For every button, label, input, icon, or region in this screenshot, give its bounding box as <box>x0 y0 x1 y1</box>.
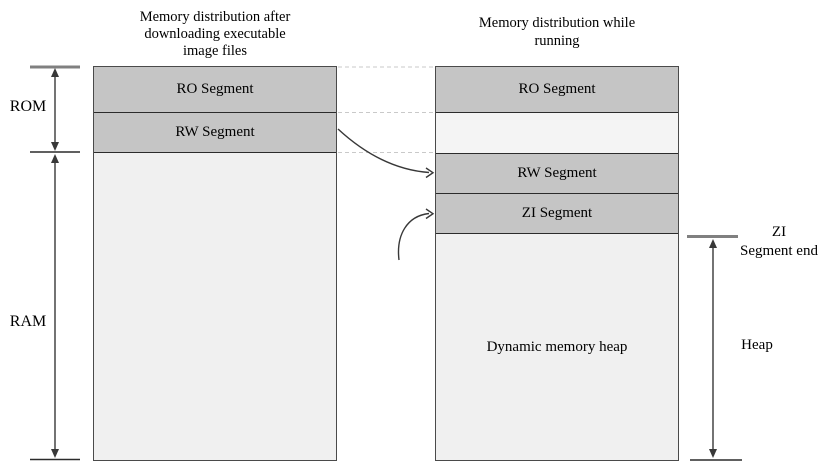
right-ro-segment-label: RO Segment <box>518 81 596 97</box>
right-zi-segment: ZI Segment <box>436 194 678 234</box>
right-reserved-gap <box>436 113 678 154</box>
right-title-line: Memory distribution while <box>478 15 636 31</box>
right-title-line: running <box>534 33 580 49</box>
ram-measure-arrow <box>51 154 59 458</box>
zi-segment-end-line: Segment end <box>740 243 818 259</box>
right-column-title: Memory distribution while running <box>447 14 667 50</box>
heap-measure-arrow <box>709 239 717 458</box>
left-ro-segment: RO Segment <box>94 67 336 113</box>
ram-label: RAM <box>9 313 47 330</box>
right-ro-segment: RO Segment <box>436 67 678 113</box>
left-title-line: image files <box>182 43 248 59</box>
heap-measure-label: Heap <box>741 337 773 353</box>
rom-label: ROM <box>9 98 47 115</box>
right-rw-segment-label: RW Segment <box>517 165 597 181</box>
left-rw-segment: RW Segment <box>94 113 336 153</box>
left-title-line: downloading executable <box>144 26 286 42</box>
boundary-dashed-lines <box>338 66 434 153</box>
left-title-line: Memory distribution after <box>139 9 291 25</box>
right-memory-column: RO Segment RW Segment ZI Segment Dynamic… <box>435 66 679 461</box>
rom-measure-arrow <box>51 68 59 151</box>
rw-relocation-arrow <box>337 128 435 179</box>
zi-segment-end-line: ZI <box>771 224 787 240</box>
right-zi-segment-label: ZI Segment <box>521 205 593 221</box>
left-rw-segment-label: RW Segment <box>175 124 255 140</box>
dynamic-heap-area: Dynamic memory heap <box>436 234 678 460</box>
left-ram-area <box>94 153 336 460</box>
left-memory-column: RO Segment RW Segment <box>93 66 337 461</box>
left-column-title: Memory distribution after downloading ex… <box>105 9 325 60</box>
right-rw-segment: RW Segment <box>436 154 678 194</box>
zi-pointer-arrow <box>397 208 435 261</box>
left-ro-segment-label: RO Segment <box>176 81 254 97</box>
zi-segment-end-label: ZI Segment end <box>733 223 825 261</box>
dynamic-heap-label: Dynamic memory heap <box>486 338 628 355</box>
